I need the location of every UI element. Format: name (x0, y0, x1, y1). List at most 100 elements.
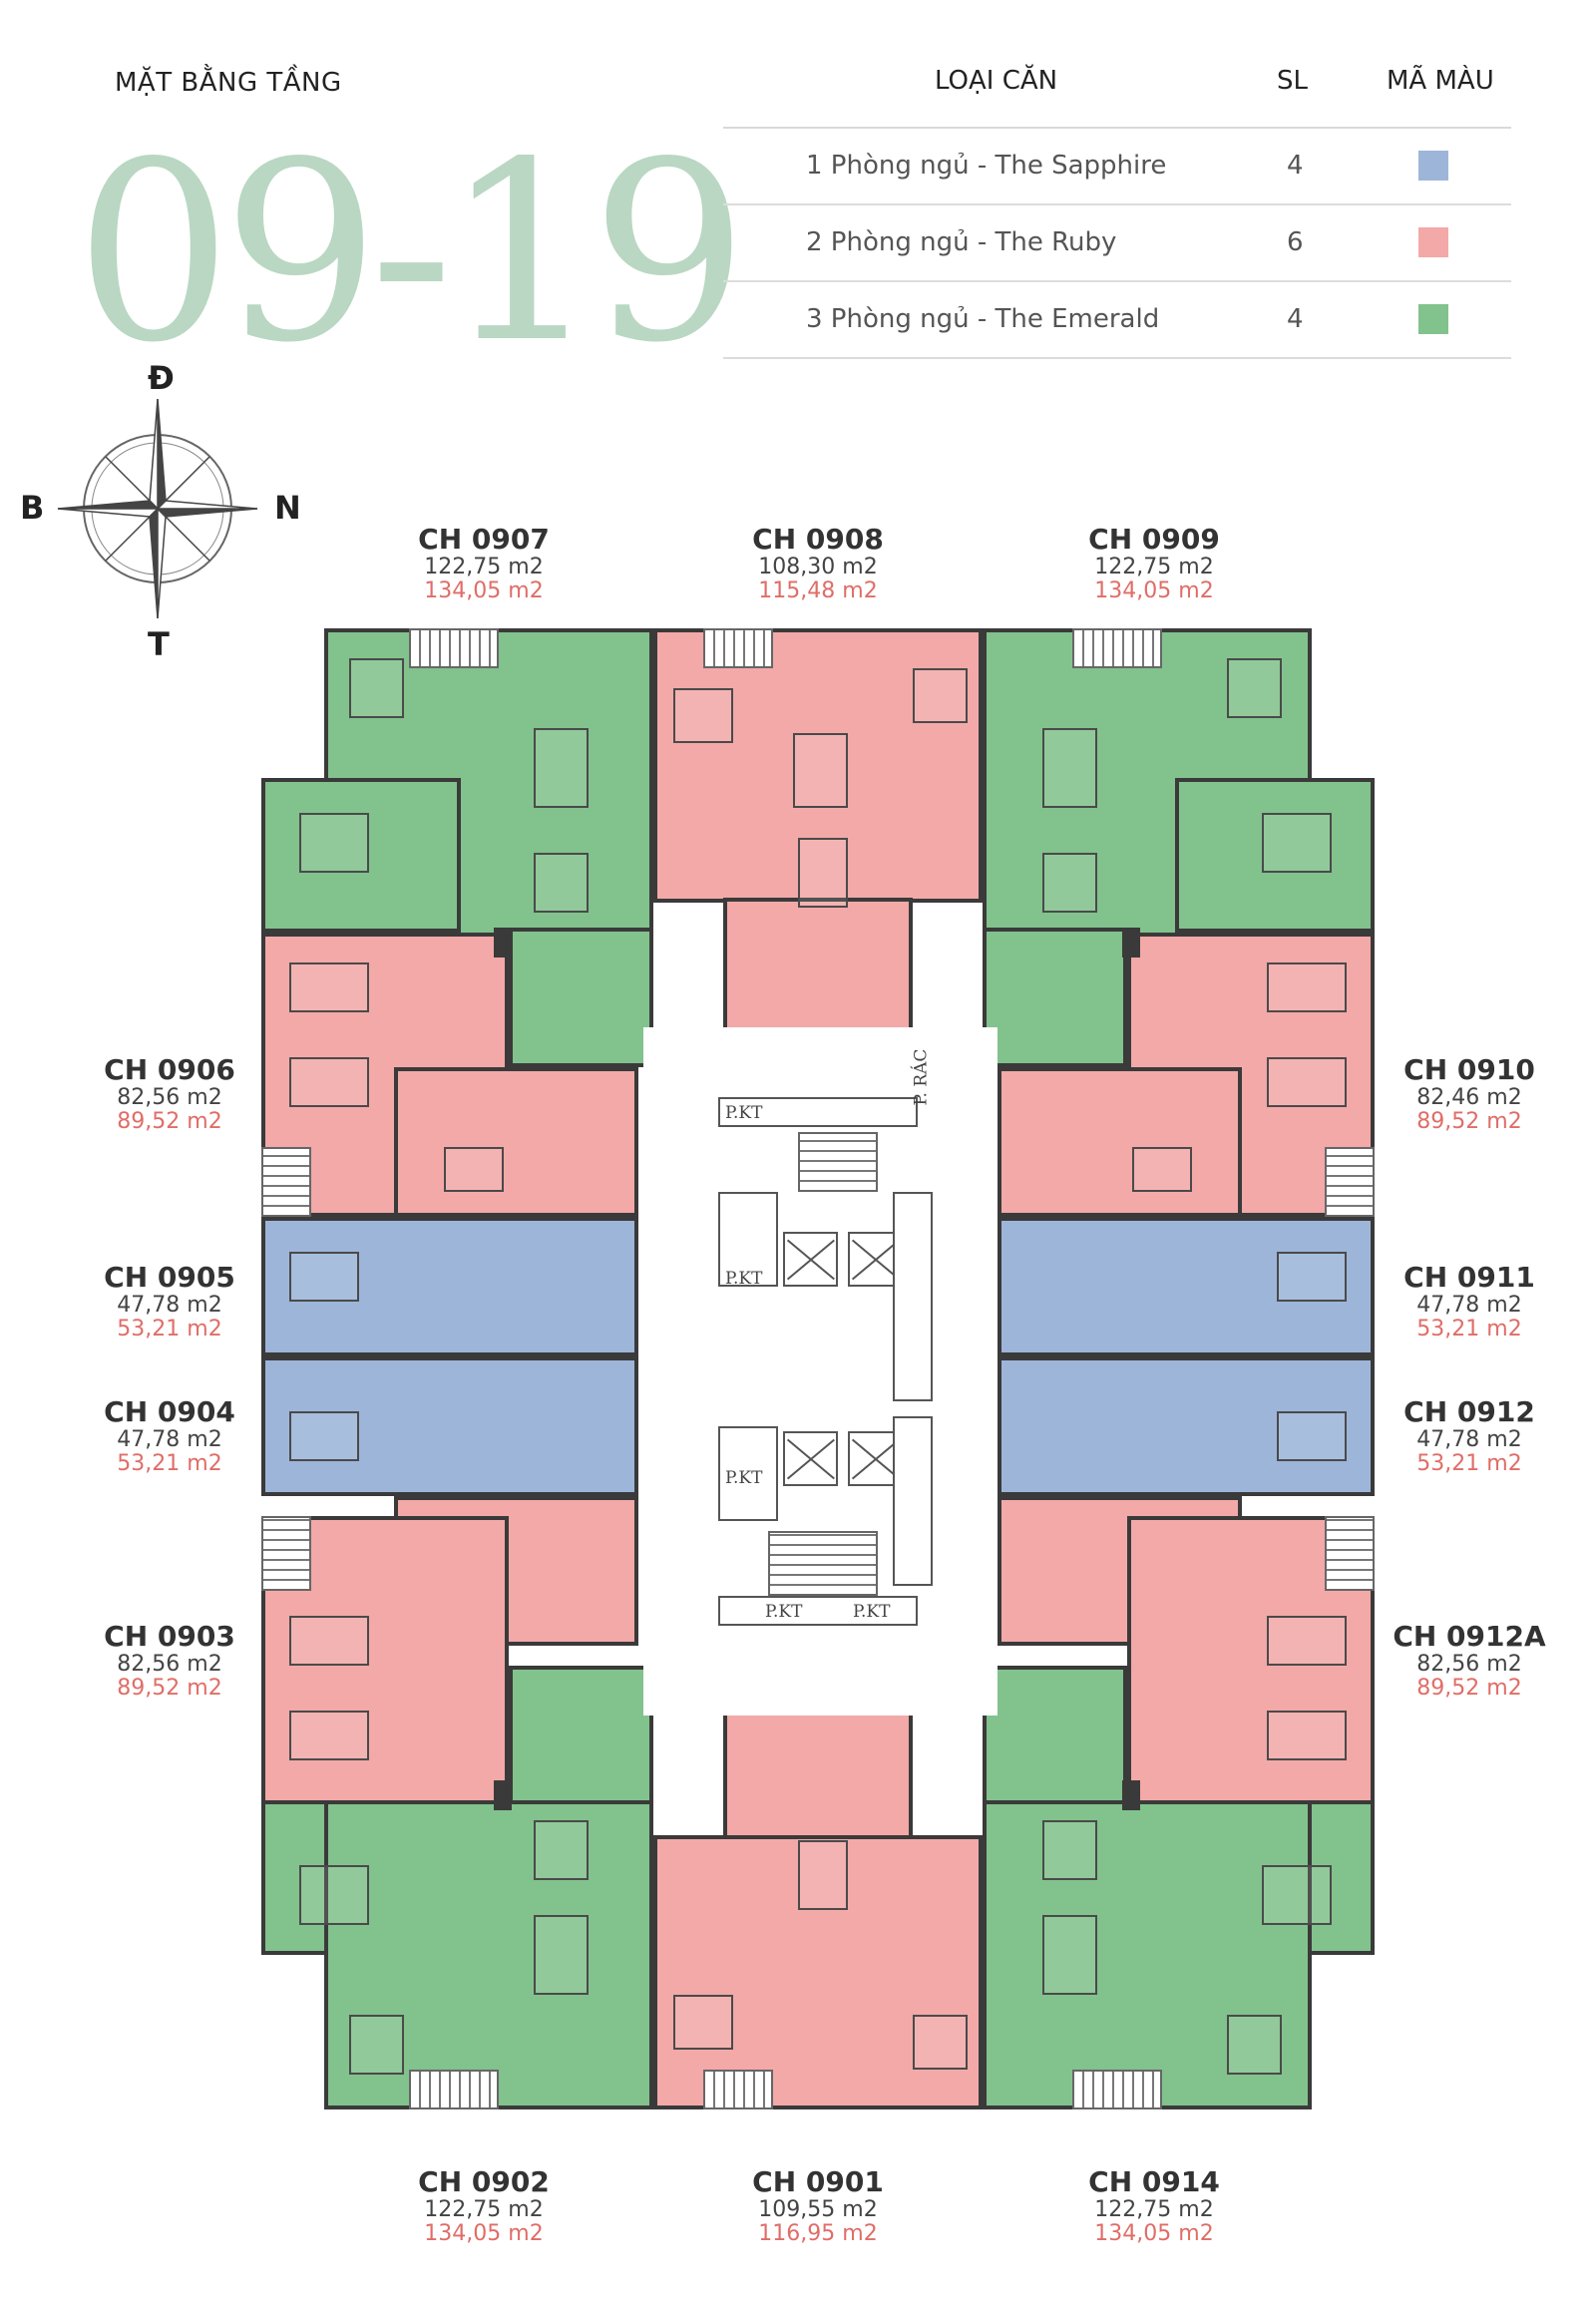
sofa-icon (444, 1147, 504, 1192)
sofa-icon (534, 1915, 589, 1995)
unit-name: CH 0903 (104, 1620, 235, 1653)
unit-area: 122,75 m2 (1094, 555, 1214, 580)
elevator-3 (783, 1431, 838, 1486)
unit-0912-area[interactable] (998, 1356, 1375, 1496)
balcony-0912a (1325, 1516, 1375, 1591)
legend-type-name: 3 Phòng ngủ - The Emerald (806, 304, 1160, 334)
unit-label-0905: CH 0905 47,78 m2 53,21 m2 (75, 1261, 264, 1342)
room-tag-pkt: P.KT (765, 1602, 803, 1622)
floor-plan: P.KT P. RÁC P.KT P.KT P.KT P.KT (254, 628, 1382, 2109)
bed-icon (299, 1865, 369, 1925)
unit-label-0908: CH 0908 108,30 m2 115,48 m2 (723, 523, 913, 604)
column (494, 928, 512, 958)
bed-icon (1227, 2015, 1282, 2075)
compass-east-letter: N (274, 489, 301, 527)
unit-area-secondary: 53,21 m2 (117, 1317, 222, 1342)
stair-top (798, 1132, 878, 1192)
unit-0902-area[interactable] (324, 1800, 653, 2109)
unit-area-secondary: 89,52 m2 (117, 1676, 222, 1702)
unit-area: 108,30 m2 (758, 555, 878, 580)
unit-0911-area[interactable] (998, 1217, 1375, 1356)
legend-color-swatch (1418, 227, 1448, 257)
unit-name: CH 0912A (1393, 1620, 1546, 1653)
stair-bottom (768, 1531, 878, 1596)
unit-area-secondary: 89,52 m2 (1416, 1676, 1522, 1702)
unit-name: CH 0904 (104, 1395, 235, 1428)
unit-0910-living (998, 1067, 1242, 1217)
unit-0904-area[interactable] (261, 1356, 638, 1496)
room-tag-pkt: P.KT (725, 1468, 763, 1488)
unit-area-secondary: 53,21 m2 (117, 1451, 222, 1477)
unit-name: CH 0914 (1088, 2165, 1220, 2198)
unit-name: CH 0912 (1403, 1395, 1535, 1428)
bed-icon (673, 688, 733, 743)
unit-name: CH 0902 (418, 2165, 550, 2198)
core-shaft-right (893, 1192, 933, 1401)
balcony-0902 (409, 2070, 499, 2109)
dining-table-icon (1042, 853, 1097, 913)
unit-label-0914: CH 0914 122,75 m2 134,05 m2 (1059, 2165, 1249, 2247)
bed-icon (349, 658, 404, 718)
bed-icon (1277, 1252, 1347, 1302)
sofa-icon (1132, 1147, 1192, 1192)
unit-label-0903: CH 0903 82,56 m2 89,52 m2 (75, 1620, 264, 1702)
unit-0901-area[interactable] (653, 1835, 983, 2109)
sofa-icon (1042, 1915, 1097, 1995)
floor-range-title: 09-19 (75, 110, 748, 397)
legend-type-name: 2 Phòng ngủ - The Ruby (806, 227, 1117, 257)
unit-0907-corridor (509, 928, 653, 1067)
bed-icon (1227, 658, 1282, 718)
bed-icon (289, 1057, 369, 1107)
unit-name: CH 0909 (1088, 523, 1220, 556)
bed-icon (289, 1616, 369, 1666)
room-tag-pkt: P.KT (853, 1602, 891, 1622)
unit-area: 82,46 m2 (1416, 1085, 1522, 1111)
bed-icon (349, 2015, 404, 2075)
legend-color-swatch (1418, 151, 1448, 181)
legend-col-qty: SL (1277, 66, 1308, 96)
elevator-1 (783, 1232, 838, 1287)
core-tech-room-left-2 (718, 1426, 778, 1521)
unit-name: CH 0911 (1403, 1261, 1535, 1294)
unit-area: 47,78 m2 (117, 1293, 222, 1319)
balcony-0910 (1325, 1147, 1375, 1217)
bed-icon (1262, 813, 1332, 873)
compass-rose: Đ B N T (20, 359, 319, 663)
unit-area-secondary: 134,05 m2 (424, 578, 544, 604)
unit-label-0912a: CH 0912A 82,56 m2 89,52 m2 (1375, 1620, 1564, 1702)
unit-area-secondary: 53,21 m2 (1416, 1451, 1522, 1477)
unit-name: CH 0907 (418, 523, 550, 556)
unit-area: 47,78 m2 (1416, 1293, 1522, 1319)
column (1122, 1780, 1140, 1810)
room-tag-prac: P. RÁC (911, 1048, 932, 1106)
unit-0905-area[interactable] (261, 1217, 638, 1356)
legend-row-emerald: 3 Phòng ngủ - The Emerald 4 (723, 282, 1511, 359)
unit-label-0906: CH 0906 82,56 m2 89,52 m2 (75, 1053, 264, 1135)
unit-label-0902: CH 0902 122,75 m2 134,05 m2 (389, 2165, 579, 2247)
sofa-icon (534, 728, 589, 808)
balcony-0901 (703, 2070, 773, 2109)
legend-row-ruby: 2 Phòng ngủ - The Ruby 6 (723, 205, 1511, 282)
room-tag-pkt: P.KT (725, 1103, 763, 1123)
legend-color-swatch (1418, 304, 1448, 334)
unit-0908-lower (723, 898, 913, 1037)
unit-area-secondary: 89,52 m2 (1416, 1109, 1522, 1135)
bed-icon (913, 2015, 968, 2070)
column (1122, 928, 1140, 958)
unit-area-secondary: 53,21 m2 (1416, 1317, 1522, 1342)
balcony-0907 (409, 628, 499, 668)
bed-icon (1267, 962, 1347, 1012)
balcony-0909 (1072, 628, 1162, 668)
unit-type-legend: LOẠI CĂN SL MÃ MÀU 1 Phòng ngủ - The Sap… (723, 62, 1511, 359)
bed-icon (299, 813, 369, 873)
bed-icon (1267, 1711, 1347, 1760)
unit-0906-living (394, 1067, 638, 1217)
bed-icon (289, 962, 369, 1012)
unit-name: CH 0905 (104, 1261, 235, 1294)
bed-icon (289, 1252, 359, 1302)
compass-west-letter: B (20, 489, 45, 527)
balcony-0914 (1072, 2070, 1162, 2109)
unit-area: 47,78 m2 (1416, 1427, 1522, 1453)
unit-area: 82,56 m2 (1416, 1652, 1522, 1678)
unit-0914-area[interactable] (983, 1800, 1312, 2109)
